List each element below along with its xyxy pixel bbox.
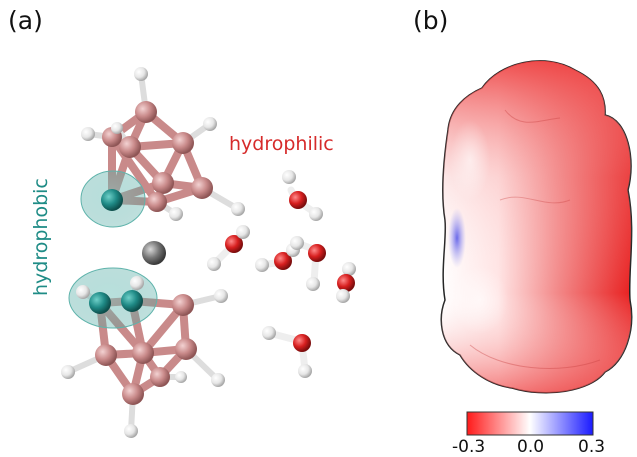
panel-a-label: (a): [8, 6, 43, 35]
colorbar-max-label: 0.3: [578, 437, 606, 457]
panel-b-label: (b): [413, 6, 449, 35]
metal-atom: [142, 241, 166, 265]
water-molecule: [255, 243, 300, 272]
boron-atom: [172, 132, 194, 154]
hydrophilic-label: hydrophilic: [229, 133, 334, 155]
carbon-atom: [101, 189, 123, 211]
positive-potential-region: [448, 208, 466, 268]
water-molecule: [207, 225, 250, 271]
boron-atom: [122, 383, 144, 405]
colorbar: [466, 411, 594, 436]
carbon-atom: [121, 290, 143, 312]
water-molecules: [207, 170, 356, 378]
boron-atom: [172, 294, 194, 316]
colorbar-min-label: -0.3: [452, 437, 486, 457]
hydrogen-atom: [134, 67, 148, 81]
carbon-atom: [89, 292, 111, 314]
water-molecule: [262, 326, 312, 378]
boron-atom: [119, 136, 141, 158]
boron-atom: [152, 172, 174, 194]
electrostatic-surface: [440, 60, 633, 394]
boron-atom: [147, 192, 167, 212]
lower-carborane-cage: [61, 267, 228, 438]
hydrogen-atom: [169, 207, 183, 221]
hydrogen-atom: [175, 371, 187, 383]
hydrogen-atom: [111, 122, 123, 134]
hydrogen-atom: [203, 117, 217, 131]
boron-atom: [191, 177, 213, 199]
hydrogen-atom: [81, 127, 95, 141]
hydrogen-atom: [231, 202, 245, 216]
hydrogen-atom: [130, 276, 144, 290]
water-molecule: [282, 170, 323, 221]
boron-atom: [132, 342, 154, 364]
water-molecule: [290, 236, 326, 291]
upper-carborane-cage: [80, 67, 245, 228]
boron-atom: [175, 338, 197, 360]
hydrogen-atom: [124, 424, 138, 438]
boron-atom: [95, 344, 117, 366]
water-molecule: [336, 262, 356, 303]
hydrogen-atom: [76, 285, 90, 299]
hydrogen-atom: [61, 365, 75, 379]
hydrogen-atom: [211, 373, 225, 387]
boron-atom: [135, 101, 157, 123]
hydrogen-atom: [214, 289, 228, 303]
hydrophobic-label: hydrophobic: [30, 178, 52, 296]
boron-atom: [150, 367, 170, 387]
colorbar-mid-label: 0.0: [517, 437, 545, 457]
